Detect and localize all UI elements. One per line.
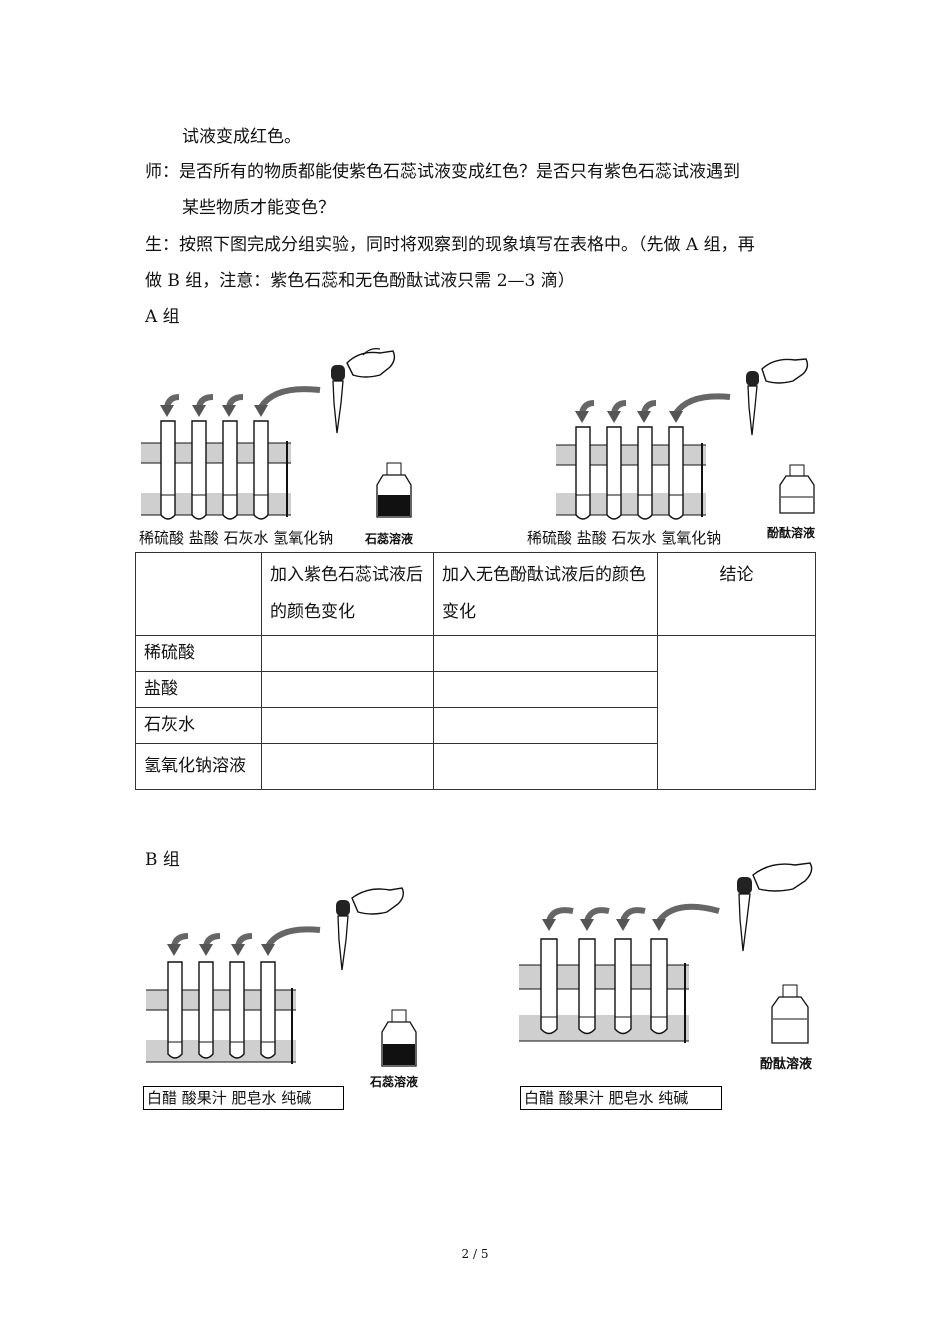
group-a-right-labels: 稀硫酸 盐酸 石灰水 氢氧化钠 bbox=[527, 529, 722, 547]
table-header-row: 加入紫色石蕊试液后的颜色变化 加入无色酚酞试液后的颜色变化 结论 bbox=[135, 552, 816, 636]
table-row: 氢氧化钠溶液 bbox=[135, 743, 816, 790]
header-cell-phenolphthalein: 加入无色酚酞试液后的颜色变化 bbox=[433, 552, 658, 636]
table-cell[interactable] bbox=[433, 707, 658, 744]
table-cell[interactable] bbox=[261, 671, 434, 708]
text-line-1: 试液变成红色。 bbox=[182, 127, 301, 147]
group-b-phenolphthalein-apparatus bbox=[519, 862, 813, 1044]
header-cell-empty bbox=[135, 552, 262, 636]
table-cell[interactable] bbox=[433, 671, 658, 708]
header-cell-conclusion: 结论 bbox=[657, 552, 816, 636]
group-a-litmus-apparatus bbox=[141, 348, 412, 520]
row-label: 氢氧化钠溶液 bbox=[135, 743, 262, 790]
page-number: 2 / 5 bbox=[461, 1247, 489, 1261]
group-b-right-bottle-label: 酚酞溶液 bbox=[760, 1057, 813, 1072]
group-b-title: B 组 bbox=[145, 850, 180, 870]
group-a-right-bottle-label: 酚酞溶液 bbox=[767, 526, 816, 540]
text-line-2: 师：是否所有的物质都能使紫色石蕊试液变成红色？是否只有紫色石蕊试液遇到 bbox=[145, 162, 740, 182]
table-cell[interactable] bbox=[261, 707, 434, 744]
group-b-left-labels: 白醋 酸果汁 肥皂水 纯碱 bbox=[143, 1086, 344, 1110]
table-row: 石灰水 bbox=[135, 707, 816, 744]
text-line-4: 生：按照下图完成分组实验，同时将观察到的现象填写在表格中。（先做 A 组，再 bbox=[145, 235, 755, 255]
group-b-litmus-apparatus bbox=[146, 887, 417, 1067]
row-label: 稀硫酸 bbox=[135, 635, 262, 672]
row-label: 盐酸 bbox=[135, 671, 262, 708]
group-a-phenolphthalein-apparatus bbox=[556, 358, 815, 520]
observation-table: 加入紫色石蕊试液后的颜色变化 加入无色酚酞试液后的颜色变化 结论 稀硫酸 盐酸 … bbox=[135, 552, 816, 790]
table-row: 稀硫酸 bbox=[135, 635, 816, 790]
row-label: 石灰水 bbox=[135, 707, 262, 744]
group-a-left-bottle-label: 石蕊溶液 bbox=[365, 532, 414, 546]
table-cell[interactable] bbox=[433, 743, 658, 790]
table-cell[interactable] bbox=[261, 743, 434, 790]
header-cell-litmus: 加入紫色石蕊试液后的颜色变化 bbox=[261, 552, 434, 636]
text-line-5: 做 B 组，注意：紫色石蕊和无色酚酞试液只需 2—3 滴） bbox=[145, 271, 575, 291]
conclusion-cell[interactable] bbox=[657, 635, 816, 790]
group-a-title: A 组 bbox=[145, 307, 180, 327]
group-b-right-labels: 白醋 酸果汁 肥皂水 纯碱 bbox=[520, 1086, 722, 1110]
table-cell[interactable] bbox=[261, 635, 434, 672]
table-cell[interactable] bbox=[433, 635, 658, 672]
group-a-left-labels: 稀硫酸 盐酸 石灰水 氢氧化钠 bbox=[139, 529, 334, 547]
group-b-left-bottle-label: 石蕊溶液 bbox=[370, 1075, 419, 1089]
text-line-3: 某些物质才能变色？ bbox=[182, 198, 335, 218]
